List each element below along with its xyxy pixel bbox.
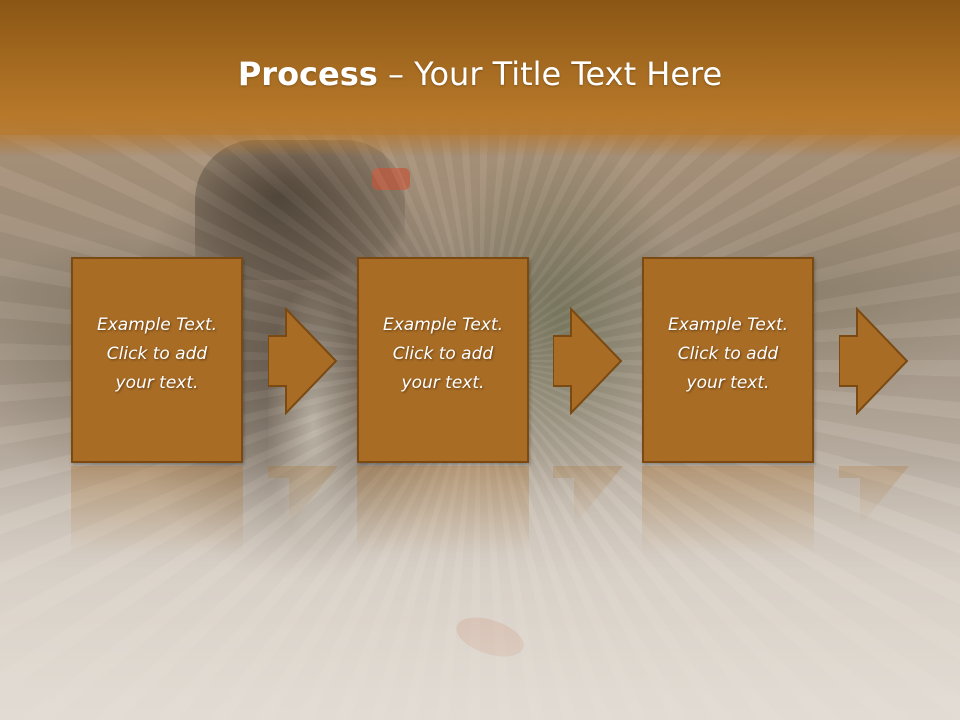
title-bold: Process	[237, 55, 378, 93]
motorcycle-tail-light	[372, 168, 410, 190]
process-step-3[interactable]: Example Text. Click to add your text.	[642, 257, 814, 463]
step-2-arrow-icon	[553, 307, 623, 415]
slide-title[interactable]: Process – Your Title Text Here	[0, 52, 960, 96]
step-2-text[interactable]: Example Text. Click to add your text.	[382, 315, 504, 393]
title-rest: – Your Title Text Here	[377, 55, 723, 93]
step-1-text[interactable]: Example Text. Click to add your text.	[96, 315, 218, 393]
step-2-reflection	[357, 466, 529, 556]
title-band	[0, 0, 960, 157]
process-step-2[interactable]: Example Text. Click to add your text.	[357, 257, 529, 463]
step-3-text[interactable]: Example Text. Click to add your text.	[667, 315, 789, 393]
motorcycle-silhouette	[195, 140, 405, 280]
step-1-reflection	[71, 466, 243, 556]
step-1-arrow-icon	[268, 307, 338, 415]
step-3-arrow-icon	[839, 307, 909, 415]
step-3-reflection	[642, 466, 814, 556]
process-step-1[interactable]: Example Text. Click to add your text.	[71, 257, 243, 463]
bottom-fade	[0, 460, 960, 720]
